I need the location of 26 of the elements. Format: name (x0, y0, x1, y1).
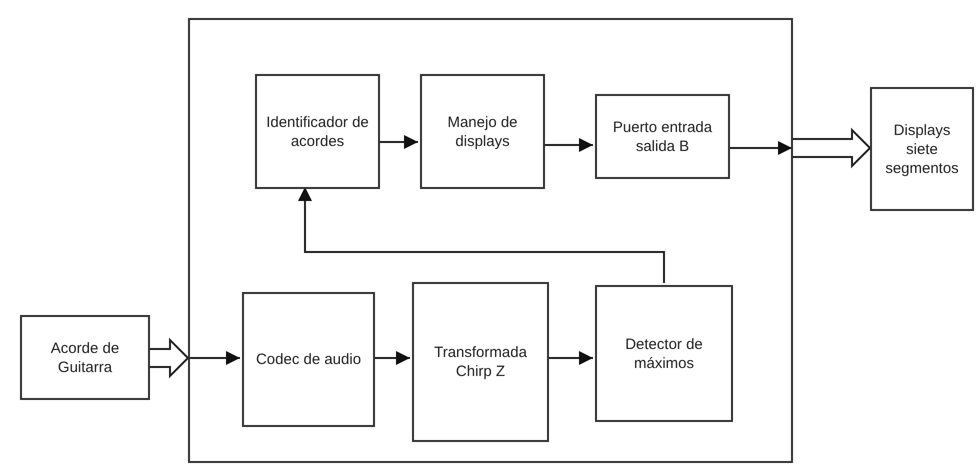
node-label: Detector de máximos (624, 334, 704, 372)
node-label: Codec de audio (254, 350, 362, 369)
arrow (298, 187, 665, 283)
arrow (728, 141, 792, 155)
process-box (420, 74, 545, 189)
process-box (412, 282, 549, 442)
node-label: Puerto entrada salida B (612, 118, 714, 156)
process-box (255, 74, 380, 189)
block-arrow (149, 338, 190, 378)
arrow (189, 351, 240, 365)
node-label: Displays siete segmentos (884, 120, 960, 178)
arrow (378, 135, 418, 149)
arrow (543, 138, 593, 152)
arrow (547, 351, 593, 365)
process-box (242, 292, 375, 427)
process-box (595, 94, 730, 179)
node-label: Identificador de acordes (265, 112, 370, 150)
node-label: Manejo de displays (446, 112, 519, 150)
node-label: Transformada Chirp Z (433, 343, 528, 381)
block-arrow (792, 128, 872, 168)
container-box (188, 18, 793, 463)
process-box (870, 87, 974, 211)
process-box (595, 285, 733, 422)
process-box (20, 315, 150, 400)
node-label: Acorde de Guitarra (50, 338, 120, 376)
arrow (373, 351, 410, 365)
